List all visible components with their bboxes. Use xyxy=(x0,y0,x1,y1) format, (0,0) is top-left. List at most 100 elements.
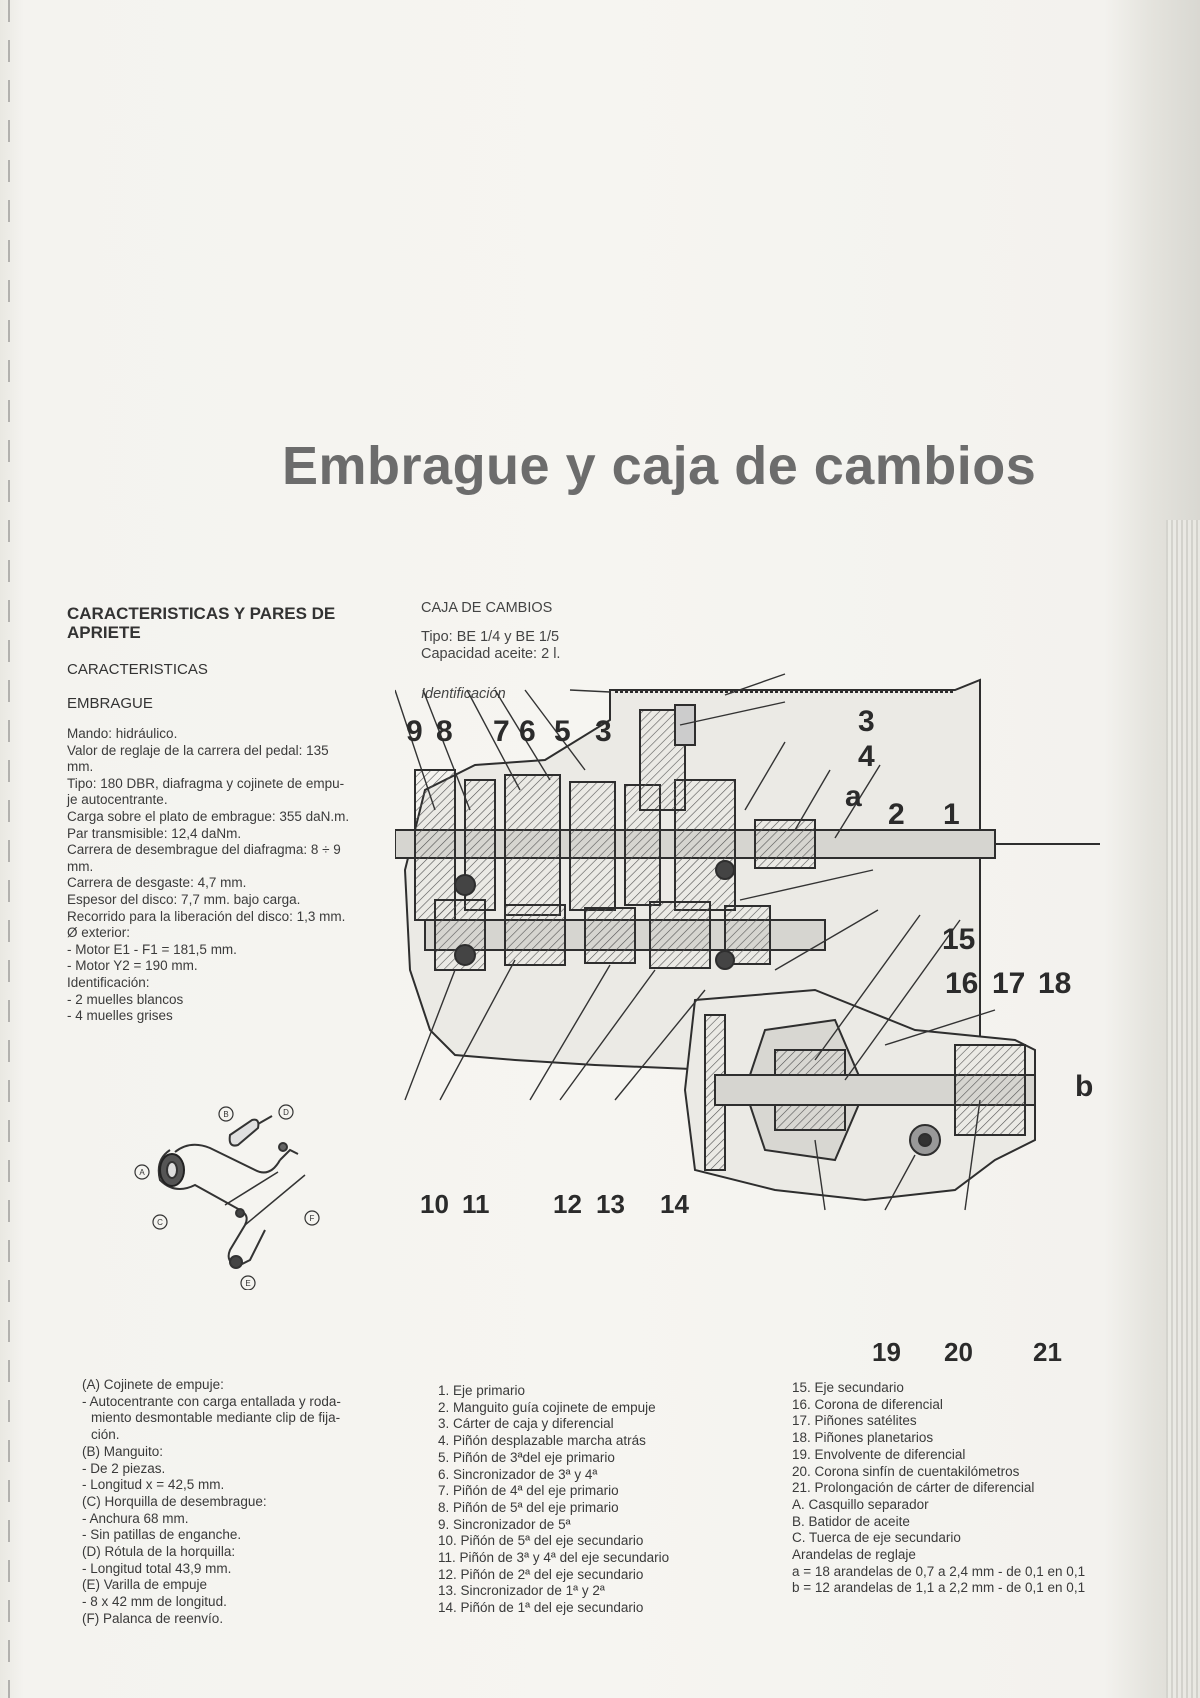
fork-label-c: C xyxy=(157,1218,163,1227)
section-heading-characteristics: CARACTERISTICAS Y PARES DE APRIETE xyxy=(67,604,336,642)
callout-18: 18 xyxy=(1038,967,1072,1000)
callout-2: 2 xyxy=(888,798,905,831)
legend-line: - Autocentrante con carga entallada y ro… xyxy=(82,1393,341,1409)
gearbox-info: CAJA DE CAMBIOS Tipo: BE 1/4 y BE 1/5 Ca… xyxy=(421,600,560,663)
callout-20: 20 xyxy=(944,1337,973,1367)
legend-differential-parts: 15. Eje secundario 16. Corona de diferen… xyxy=(792,1380,1085,1597)
identification-label: Identificación xyxy=(421,686,506,702)
legend-line: 10. Piñón de 5ª del eje secundario xyxy=(438,1533,644,1549)
spec-line: Espesor del disco: 7,7 mm. bajo carga. xyxy=(67,891,301,907)
callout-21: 21 xyxy=(1033,1337,1062,1367)
legend-line: - Longitud x = 42,5 mm. xyxy=(82,1477,225,1493)
spec-line: - 2 muelles blancos xyxy=(67,991,184,1007)
callout-a: a xyxy=(845,780,862,813)
legend-line: 15. Eje secundario xyxy=(792,1380,904,1395)
legend-line: - De 2 piezas. xyxy=(82,1460,166,1476)
legend-line: (A) Cojinete de empuje: xyxy=(82,1377,224,1392)
legend-line: - Sin patillas de enganche. xyxy=(82,1527,242,1543)
fork-label-e: E xyxy=(245,1279,250,1288)
spec-line: Recorrido para la liberación del disco: … xyxy=(67,908,346,924)
legend-line: 16. Corona de diferencial xyxy=(792,1396,943,1412)
spec-line: Identificación: xyxy=(67,974,150,990)
callout-1: 1 xyxy=(943,798,960,831)
callout-15: 15 xyxy=(942,923,976,956)
legend-line: (F) Palanca de reenvío. xyxy=(82,1610,224,1626)
gearbox-cross-section xyxy=(395,673,1100,1211)
legend-line: B. Batidor de aceite xyxy=(792,1513,910,1529)
gearbox-oil-capacity: Capacidad aceite: 2 l. xyxy=(421,646,561,662)
fork-label-d: D xyxy=(283,1108,289,1117)
legend-line: 8. Piñón de 5ª del eje primario xyxy=(438,1499,619,1515)
legend-line: (B) Manguito: xyxy=(82,1443,164,1459)
legend-line: (D) Rótula de la horquilla: xyxy=(82,1544,236,1560)
spec-line: - Motor E1 - F1 = 181,5 mm. xyxy=(67,941,237,957)
binding-edge xyxy=(8,0,10,1698)
legend-line: 2. Manguito guía cojinete de empuje xyxy=(438,1399,656,1415)
legend-line: 5. Piñón de 3ªdel eje primario xyxy=(438,1449,615,1465)
callout-11: 11 xyxy=(462,1189,490,1219)
legend-line: a = 18 arandelas de 0,7 a 2,4 mm - de 0,… xyxy=(792,1563,1086,1579)
spec-line: Valor de reglaje de la carrera del pedal… xyxy=(67,742,329,758)
callout-16: 16 xyxy=(945,967,979,1000)
legend-line: 6. Sincronizador de 3ª y 4ª xyxy=(438,1466,598,1482)
callout-3-top: 3 xyxy=(595,715,612,748)
callout-14: 14 xyxy=(660,1189,689,1219)
legend-line: 18. Piñones planetarios xyxy=(792,1430,934,1446)
legend-line: ción. xyxy=(91,1427,120,1443)
callout-4: 4 xyxy=(858,740,875,773)
clutch-specs: Mando: hidráulico. Valor de reglaje de l… xyxy=(67,726,400,1025)
subheading-clutch: EMBRAGUE xyxy=(67,695,153,712)
legend-line: 4. Piñón desplazable marcha atrás xyxy=(438,1433,646,1449)
legend-line: - Longitud total 43,9 mm. xyxy=(82,1560,232,1576)
legend-line: A. Casquillo separador xyxy=(792,1496,929,1512)
legend-line: 19. Envolvente de diferencial xyxy=(792,1446,966,1462)
spec-line: Tipo: 180 DBR, diafragma y cojinete de e… xyxy=(67,775,345,791)
fork-label-f: F xyxy=(310,1214,315,1223)
legend-line: 12. Piñón de 2ª del eje secundario xyxy=(438,1566,644,1582)
legend-line: 7. Piñón de 4ª del eje primario xyxy=(438,1483,619,1499)
legend-line: 21. Prolongación de cárter de diferencia… xyxy=(792,1480,1035,1496)
fork-label-a: A xyxy=(139,1168,145,1177)
spec-line: Carrera de desembrague del diafragma: 8 … xyxy=(67,842,341,858)
spec-line: Mando: hidráulico. xyxy=(67,726,178,741)
spec-line: mm. xyxy=(67,759,94,775)
callout-10: 10 xyxy=(420,1189,449,1219)
legend-line: Arandelas de reglaje xyxy=(792,1547,916,1563)
legend-line: 20. Corona sinfín de cuentakilómetros xyxy=(792,1463,1020,1479)
spec-line: mm. xyxy=(67,858,94,874)
gearbox-heading: CAJA DE CAMBIOS xyxy=(421,600,553,616)
spec-line: Par transmisible: 12,4 daNm. xyxy=(67,825,242,841)
legend-line: 1. Eje primario xyxy=(438,1383,526,1398)
legend-line: C. Tuerca de eje secundario xyxy=(792,1530,961,1546)
callout-b: b xyxy=(1075,1070,1094,1103)
spec-line: Carrera de desgaste: 4,7 mm. xyxy=(67,875,247,891)
callout-13: 13 xyxy=(596,1189,625,1219)
subheading-characteristics: CARACTERISTICAS xyxy=(67,661,208,678)
callout-9: 9 xyxy=(406,715,423,748)
spec-line: Carga sobre el plato de embrague: 355 da… xyxy=(67,808,350,824)
legend-line: b = 12 arandelas de 1,1 a 2,2 mm - de 0,… xyxy=(792,1580,1086,1596)
legend-line: 17. Piñones satélites xyxy=(792,1413,917,1429)
gearbox-type: Tipo: BE 1/4 y BE 1/5 xyxy=(421,629,560,645)
legend-clutch-parts: (A) Cojinete de empuje: - Autocentrante … xyxy=(82,1377,341,1628)
spec-line: - Motor Y2 = 190 mm. xyxy=(67,958,198,974)
legend-gearbox-parts: 1. Eje primario 2. Manguito guía cojinet… xyxy=(438,1383,669,1617)
legend-line: (E) Varilla de empuje xyxy=(82,1577,208,1593)
callout-12: 12 xyxy=(553,1189,582,1219)
page-edge-shadow xyxy=(1166,520,1200,1698)
fork-label-b: B xyxy=(223,1110,228,1119)
legend-line: (C) Horquilla de desembrague: xyxy=(82,1493,267,1509)
callout-3: 3 xyxy=(858,705,875,738)
legend-line: - Anchura 68 mm. xyxy=(82,1510,189,1526)
legend-line: 13. Sincronizador de 1ª y 2ª xyxy=(438,1583,605,1599)
clutch-fork-illustration: A B C D E F xyxy=(134,1104,320,1290)
callout-5: 5 xyxy=(554,715,571,748)
legend-line: - 8 x 42 mm de longitud. xyxy=(82,1594,227,1610)
callout-19: 19 xyxy=(872,1337,901,1367)
page-title: Embrague y caja de cambios xyxy=(282,436,1037,496)
spec-line: - 4 muelles grises xyxy=(67,1008,173,1024)
callout-7: 7 xyxy=(493,715,510,748)
callout-17: 17 xyxy=(992,967,1026,1000)
callout-8: 8 xyxy=(436,715,453,748)
